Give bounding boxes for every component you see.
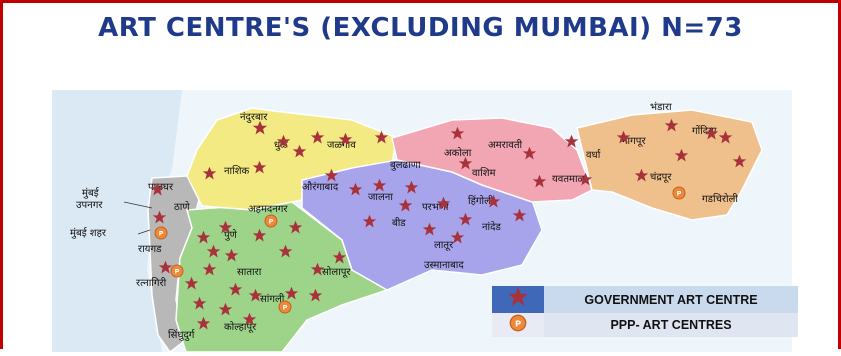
district-label: उपनगर — [76, 200, 103, 211]
leader-lines — [123, 201, 153, 235]
district-label: मुंबई शहर — [70, 227, 107, 239]
district-label: चंद्रपूर — [650, 171, 672, 183]
district-label: अमरावती — [488, 139, 523, 151]
district-label: नांदेड — [482, 221, 501, 233]
district-label: मुंबई — [82, 187, 100, 199]
ppp-centre-marker — [154, 226, 168, 240]
district-label: नंदुरबार — [240, 111, 268, 123]
district-label: उस्मानाबाद — [424, 260, 464, 271]
district-label: हिंगोली — [468, 195, 494, 207]
district-label: लातूर — [434, 240, 454, 251]
leader-line — [137, 229, 151, 235]
district-label: रत्नागिरी — [136, 277, 167, 289]
district-label: सोलापूर — [322, 266, 351, 278]
sea-shade — [52, 90, 182, 352]
ppp-centre-marker — [264, 214, 278, 228]
leader-line — [123, 201, 153, 209]
district-label: सिंधुदुर्ग — [168, 329, 195, 341]
ppp-centre-marker — [672, 186, 686, 200]
district-label: वाशिम — [472, 167, 497, 179]
legend-row-ppp: P PPP- ART CENTRES — [492, 313, 798, 337]
legend-government-label: GOVERNMENT ART CENTRE — [544, 286, 798, 313]
district-label: कोल्हापूर — [224, 321, 257, 333]
ppp-centre-marker — [170, 264, 184, 278]
district-label: वर्धा — [586, 149, 601, 161]
district-label: नाशिक — [224, 165, 250, 177]
legend-star-icon — [492, 286, 544, 313]
district-label: बीड — [392, 217, 406, 229]
legend-ppp-icon: P — [492, 313, 544, 337]
legend-row-government: GOVERNMENT ART CENTRE — [492, 286, 798, 313]
district-labels: नंदुरबार धुळे जळगाव नाशिक औरंगाबाद जालना… — [70, 101, 738, 341]
district-label: औरंगाबाद — [302, 181, 339, 193]
legend-ppp-marker-text: P — [515, 318, 521, 328]
district-label: भंडारा — [650, 101, 672, 113]
legend-ppp-label: PPP- ART CENTRES — [544, 313, 798, 337]
district-label: जालना — [368, 192, 393, 203]
district-label: गडचिरोली — [702, 193, 738, 205]
slide-title: ART CENTRE'S (EXCLUDING MUMBAI) N=73 — [98, 13, 743, 43]
district-label: ठाणे — [174, 201, 190, 213]
district-label: रायगड — [138, 244, 162, 255]
district-label: अकोला — [444, 147, 472, 159]
district-label: जळगाव — [327, 140, 356, 151]
map-legend: GOVERNMENT ART CENTRE P PPP- ART CENTRES — [492, 286, 798, 337]
district-label: सातारा — [237, 267, 262, 278]
district-label: सांगली — [260, 293, 285, 305]
district-label: अहमदनगर — [248, 204, 288, 215]
ppp-centre-marker — [278, 300, 292, 314]
district-label: बुलढाणा — [390, 160, 421, 171]
district-label: पुणे — [224, 229, 238, 241]
district-label: यवतमाळ — [552, 174, 586, 185]
district-label: नागपूर — [622, 136, 646, 147]
